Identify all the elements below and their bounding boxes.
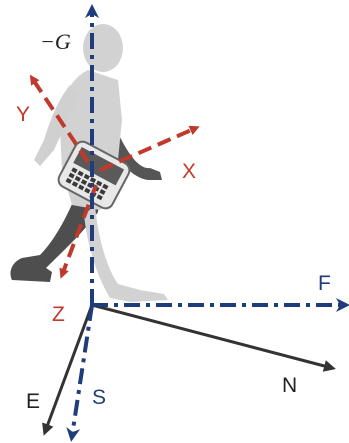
e-axis-label: E (26, 390, 40, 413)
y-axis-arrow (29, 74, 90, 164)
s-axis-label: S (92, 386, 106, 409)
n-axis-label: N (282, 374, 297, 397)
neg-g-label: −G (40, 29, 71, 54)
s-axis-arrow (66, 304, 94, 442)
frame-axes (66, 4, 349, 442)
x-axis-arrow (99, 125, 200, 172)
n-axis-arrow (91, 303, 336, 372)
e-axis-arrow (42, 304, 94, 436)
body-axes (29, 74, 200, 279)
earth-axes (42, 303, 336, 436)
f-axis-label: F (318, 272, 331, 295)
x-axis-label: X (182, 160, 196, 183)
z-axis-label: Z (52, 303, 65, 326)
z-axis-arrow (59, 184, 98, 279)
y-axis-label: Y (16, 103, 30, 126)
